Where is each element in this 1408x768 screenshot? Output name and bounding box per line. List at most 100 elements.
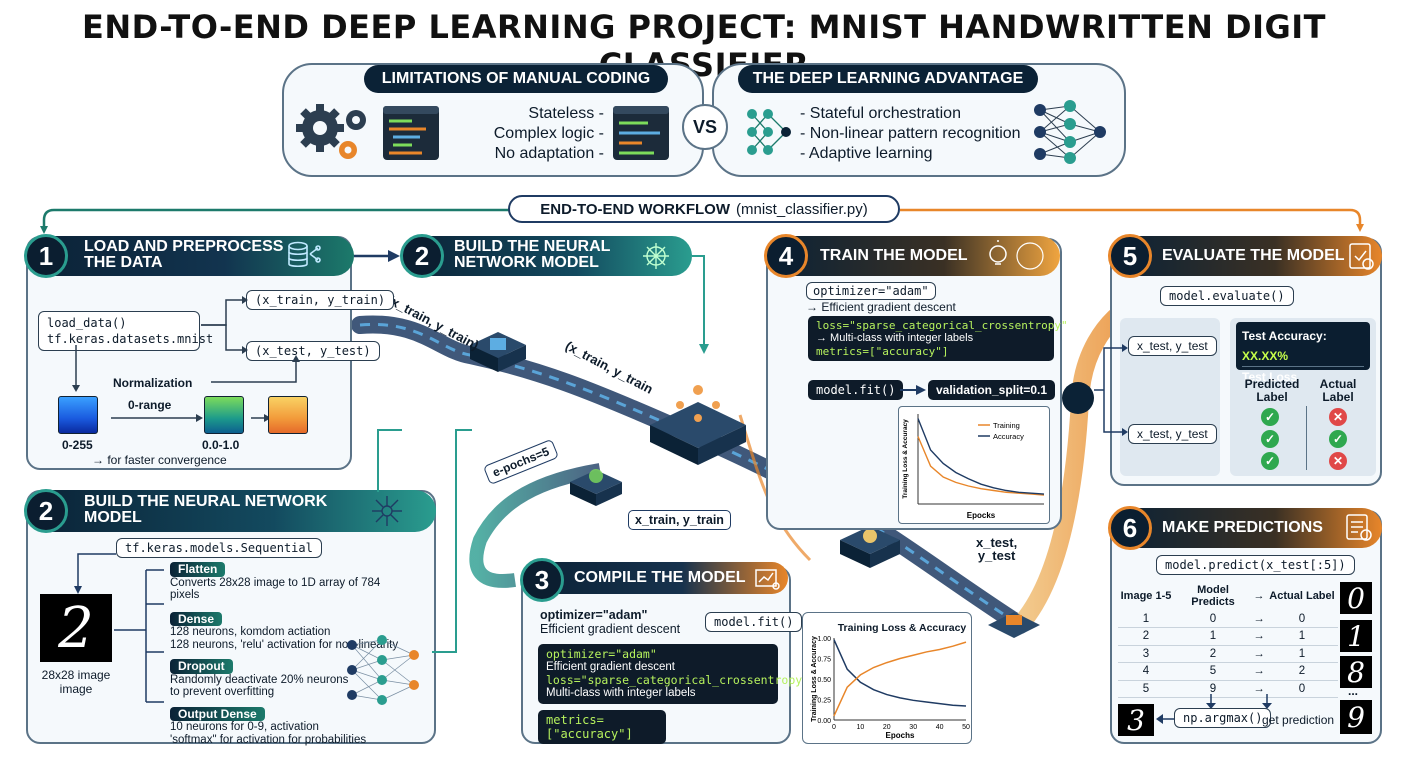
y-tick-label: 0.00 <box>817 718 831 725</box>
test-tuple: (x_test, y_test) <box>246 341 380 361</box>
report-icon <box>1346 514 1372 541</box>
wrong-icon: ✕ <box>1329 452 1347 470</box>
train-tuple: (x_train, y_train) <box>246 290 395 310</box>
step2-top-title-line1: BUILD THE NEURAL <box>454 238 611 255</box>
manual-coding-title: LIMITATIONS OF MANUAL CODING <box>364 65 668 93</box>
legend-label: Accuracy <box>993 432 1024 441</box>
step2-header: BUILD THE NEURAL NETWORK MODEL <box>30 490 436 532</box>
actual-header-line2: Label <box>1322 390 1354 404</box>
x-tick-label: 30 <box>909 724 917 731</box>
validation-split: validation_split=0.1 <box>928 380 1056 400</box>
step5-number: 5 <box>1108 234 1152 278</box>
step1-number-text: 1 <box>38 240 54 271</box>
digit-image: 9 <box>1340 700 1372 734</box>
step3-metrics: metrics=["accuracy"] <box>538 710 666 744</box>
vs-badge: VS <box>682 104 728 150</box>
cell-actual: 1 <box>1266 645 1338 663</box>
predicted-header: Predicted Label <box>1240 378 1304 404</box>
dataset-name: tf.keras.datasets.mnist <box>47 332 214 346</box>
code-line: Multi-class with integer labels <box>546 687 696 699</box>
step6-title: MAKE PREDICTIONS <box>1162 519 1323 536</box>
cell-actual: 0 <box>1266 610 1338 628</box>
step1-number: 1 <box>24 234 68 278</box>
layer-name: Dropout <box>170 659 233 674</box>
layer-dropout: Dropout Randomly deactivate 20% neurons … <box>170 659 410 699</box>
workflow-label: END-TO-END WORKFLOW (mnist_classifier.py… <box>508 195 900 223</box>
layer-desc: 10 neurons for 0-9, activation <box>170 721 319 733</box>
pipeline-node <box>470 332 526 372</box>
step3-chart-title: Training Loss & Accuracy <box>837 622 967 634</box>
step3-optimizer: optimizer="adam" Efficient gradient desc… <box>540 608 680 636</box>
predicted-header-line2: Label <box>1256 390 1288 404</box>
step4-fit-button[interactable]: model.fit() <box>808 380 904 400</box>
network-icon <box>1034 100 1106 164</box>
cell-image: 2 <box>1118 627 1174 646</box>
step4-loss-desc: → Multi-class with integer labels <box>816 332 974 344</box>
step3-title: COMPILE THE MODEL <box>574 569 746 586</box>
flow-label: x_test, y_test <box>976 536 1017 562</box>
mnist-digit-image: 2 <box>40 594 112 662</box>
mnist-digit: 2 <box>58 595 94 661</box>
correct-icon: ✓ <box>1261 430 1279 448</box>
step6-header: MAKE PREDICTIONS <box>1114 508 1382 548</box>
x-tick-label: 50 <box>962 724 970 731</box>
limitation-item: No adaptation - <box>494 145 604 162</box>
y-test-label: y_test <box>977 548 1016 563</box>
step3-number: 3 <box>520 558 564 602</box>
accuracy-box: Test Accuracy: XX.XX% Test Loss <box>1236 322 1370 384</box>
optimizer-desc: Efficient gradient descent <box>540 622 681 636</box>
image-caption: 28x28 image image <box>38 668 114 696</box>
cell-image: 5 <box>1118 680 1174 698</box>
x-tick-label: 0 <box>832 724 836 731</box>
lightbulb-icon <box>989 240 1044 270</box>
to-range: 0.0-1.0 <box>202 438 240 452</box>
terminal-icon <box>613 106 669 160</box>
predictions-table: Image 1-5 Model Predicts → Actual Label … <box>1118 582 1338 698</box>
clipboard-check-icon <box>1349 243 1374 270</box>
cell-image: 3 <box>1118 645 1174 663</box>
table-header-row: Image 1-5 Model Predicts → Actual Label <box>1118 582 1338 610</box>
step2-up-connector <box>377 429 472 653</box>
flow-label: x_train, y_train <box>628 510 731 530</box>
layer-dense: Dense 128 neurons, komdom actiation 128 … <box>170 611 410 652</box>
wrong-icon: ✕ <box>1329 408 1347 426</box>
advantage-item: - Non-linear pattern recognition <box>800 125 1021 142</box>
code-window-icon <box>383 106 439 160</box>
normalized-square <box>204 396 244 434</box>
small-network-diagram <box>347 635 419 705</box>
step3-chart-panel <box>802 612 972 744</box>
step4-number: 4 <box>764 234 808 278</box>
step4-title: TRAIN THE MODEL <box>820 247 968 264</box>
layer-desc: Converts 28x28 image to 1D array of 784 … <box>170 576 381 602</box>
step4-header: TRAIN THE MODEL <box>770 236 1060 276</box>
legend-label: Training <box>993 421 1020 430</box>
cell-image: 1 <box>1118 610 1174 628</box>
limitations-list: Stateless - Complex logic - No adaptatio… <box>450 104 604 164</box>
step3-header: COMPILE THE MODEL <box>524 562 788 594</box>
col-model: Model Predicts <box>1191 584 1235 608</box>
output-square <box>268 396 308 434</box>
correct-icon: ✓ <box>1261 408 1279 426</box>
col-arrow: → <box>1253 590 1265 602</box>
step3-code-block: optimizer="adam" Efficient gradient desc… <box>538 644 809 704</box>
layer-desc: Randomly deactivate 20% neurons <box>170 673 349 686</box>
layer-name: Output Dense <box>170 706 265 721</box>
cell-arrow: → <box>1252 610 1266 628</box>
y-tick-label: 0.25 <box>817 698 831 705</box>
cell-actual: 2 <box>1266 662 1338 681</box>
predicted-header-line1: Predicted <box>1244 377 1300 391</box>
vs-label: VS <box>692 116 717 137</box>
x-axis-label: Epocks <box>967 511 996 520</box>
x-tick-label: 40 <box>936 724 944 731</box>
step4-optimizer-desc: → Efficient gradient descent <box>806 300 956 314</box>
normalization-label: Normalization <box>113 376 193 390</box>
step2-number: 2 <box>24 489 68 533</box>
code-line: Efficient gradient descent <box>546 661 675 673</box>
series-line-0 <box>833 639 967 707</box>
argmax-left-arrow <box>1156 714 1174 724</box>
